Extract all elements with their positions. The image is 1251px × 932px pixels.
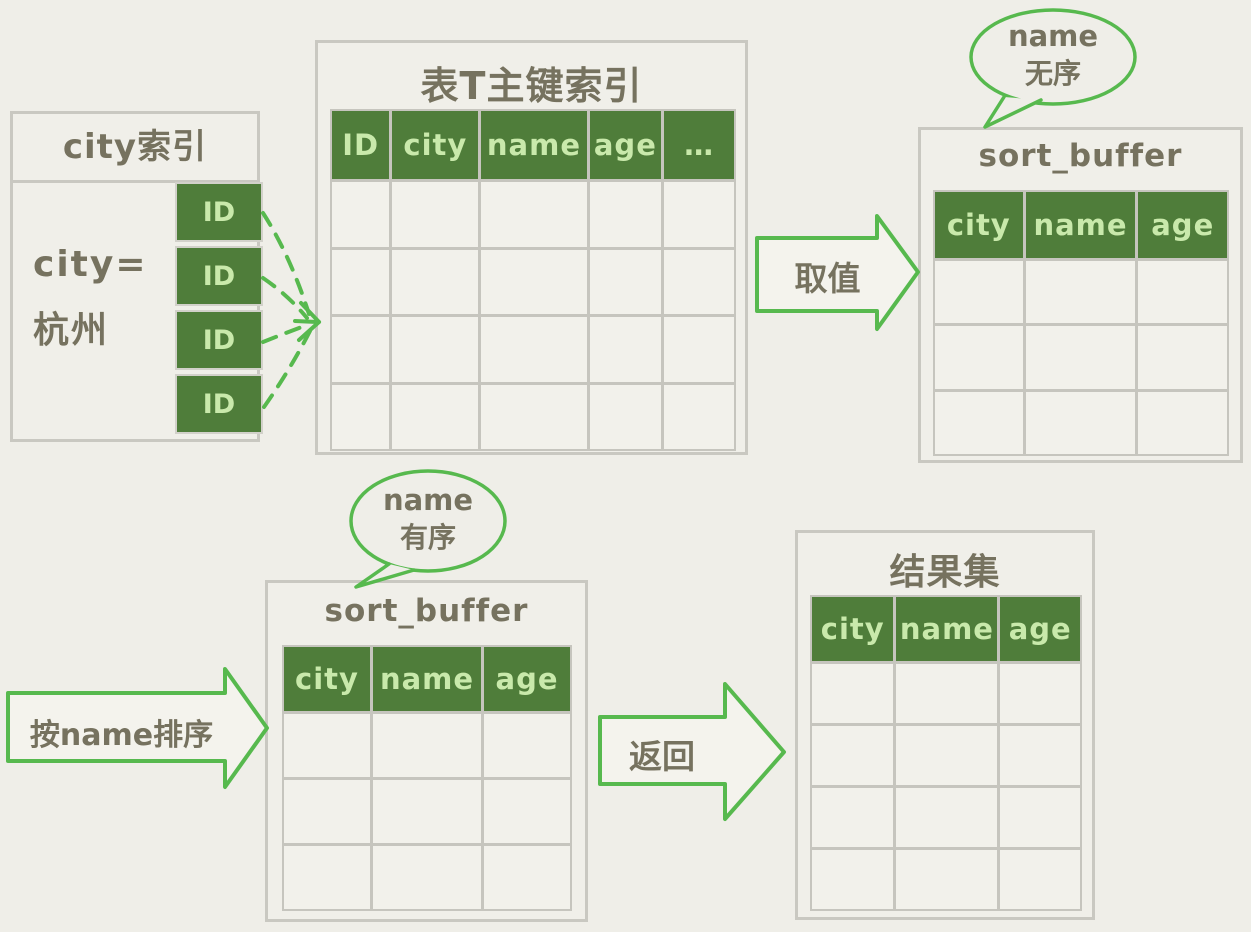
empty-cell [935,261,1023,324]
empty-cell [484,846,570,909]
result-set-title: 结果集 [889,552,1001,593]
column-header: age [1000,597,1080,661]
primary-key-index-panel: 表T主键索引 ID city name age … [315,40,748,455]
empty-cell [332,317,390,382]
bubble-unsorted-line2: 无序 [1024,57,1081,90]
empty-cell [481,182,587,247]
empty-cell [284,846,370,909]
return-arrow-label: 返回 [629,737,695,776]
result-set-panel: 结果集 city name age [795,530,1095,920]
column-header: name [372,647,482,711]
empty-cell [481,249,587,314]
id-cell: ID [175,182,263,242]
empty-cell [1025,391,1136,454]
sort-buffer-unsorted-title: sort_buffer [978,138,1183,174]
city-index-title: city索引 [13,114,257,183]
empty-cell [392,249,479,314]
empty-cell [1000,788,1080,847]
empty-cell [589,317,662,382]
bubble-sorted-line2: 有序 [399,521,456,554]
empty-cell [1000,664,1080,723]
empty-cell [372,714,482,777]
city-condition-line2: 杭州 [33,310,110,351]
empty-cell [484,780,570,843]
empty-cell [1138,261,1227,324]
empty-cell [392,182,479,247]
id-cell: ID [175,246,263,306]
empty-cell [481,384,587,449]
empty-cell [664,317,734,382]
id-cell: ID [175,310,263,370]
empty-cell [589,249,662,314]
column-header: city [935,192,1023,258]
empty-cell [896,664,998,723]
bubble-unsorted-text: name 无序 [973,17,1133,93]
column-header: name [481,111,587,179]
sort-buffer-sorted-panel: sort_buffer city name age [265,580,588,922]
empty-cell [589,384,662,449]
empty-cell [812,726,894,785]
empty-cell [1025,261,1136,324]
bubble-unsorted-line1: name [1007,19,1099,53]
empty-cell [1000,850,1080,909]
empty-cell [896,850,998,909]
sort-buffer-unsorted-panel: sort_buffer city name age [918,127,1243,463]
sort-buffer-sorted-table: city name age [282,645,572,911]
column-header: age [1138,192,1227,258]
empty-cell [664,249,734,314]
empty-cell [1138,326,1227,389]
empty-cell [935,326,1023,389]
empty-cell [589,182,662,247]
bubble-sorted-text: name 有序 [350,481,506,557]
city-condition-line1: city= [33,244,148,285]
empty-cell [484,714,570,777]
empty-cell [481,317,587,382]
empty-cell [812,664,894,723]
fetch-arrow-label: 取值 [794,259,861,298]
column-header: city [812,597,894,661]
column-header: age [484,647,570,711]
column-header: name [1025,192,1136,258]
result-set-table: city name age [810,595,1082,911]
sort-buffer-sorted-title: sort_buffer [324,593,529,629]
id-cell-stack: ID ID ID ID [175,182,263,438]
empty-cell [1000,726,1080,785]
empty-cell [284,714,370,777]
primary-key-index-title: 表T主键索引 [420,64,643,108]
city-index-panel: city索引 city= 杭州 ID ID ID ID [10,111,263,442]
column-header: age [589,111,662,179]
id-cell: ID [175,374,263,434]
empty-cell [812,788,894,847]
empty-cell [1025,326,1136,389]
empty-cell [812,850,894,909]
empty-cell [372,846,482,909]
empty-cell [392,317,479,382]
city-condition-text: city= 杭州 [33,232,148,364]
id-to-pk-dashed-lines [261,211,312,409]
empty-cell [332,249,390,314]
empty-cell [1138,391,1227,454]
empty-cell [332,384,390,449]
sort-buffer-unsorted-table: city name age [933,190,1229,456]
column-header: name [896,597,998,661]
empty-cell [896,726,998,785]
empty-cell [332,182,390,247]
empty-cell [392,384,479,449]
column-header: city [284,647,370,711]
bubble-sorted-line1: name [382,483,474,517]
empty-cell [284,780,370,843]
column-header: city [392,111,479,179]
primary-key-table: ID city name age … [330,109,736,451]
sort-arrow-label: 按name排序 [29,718,214,753]
column-header: ID [332,111,390,179]
empty-cell [664,182,734,247]
column-header: … [664,111,734,179]
empty-cell [896,788,998,847]
empty-cell [664,384,734,449]
empty-cell [935,391,1023,454]
empty-cell [372,780,482,843]
